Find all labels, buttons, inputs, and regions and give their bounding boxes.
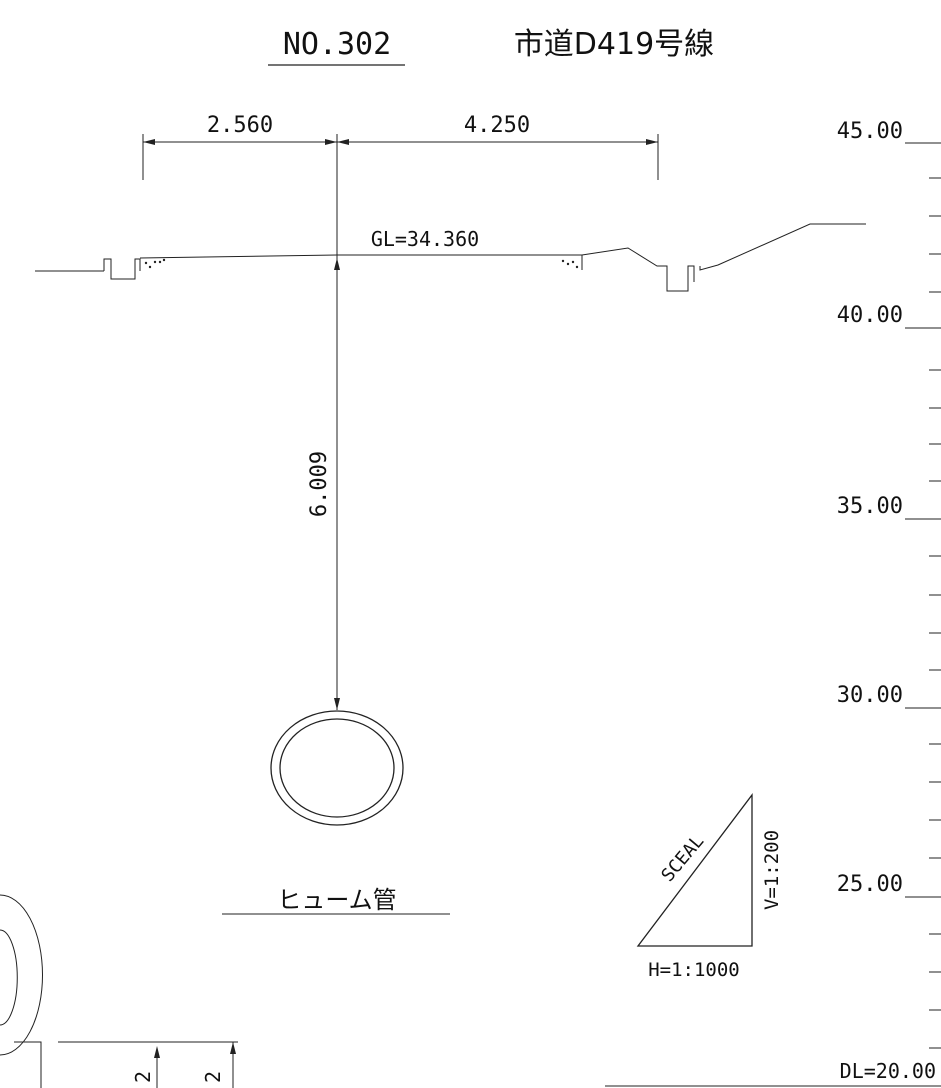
section-number: NO.302 bbox=[283, 27, 391, 62]
datum-label: DL=20.00 bbox=[840, 1059, 936, 1083]
hume-pipe bbox=[270, 710, 404, 826]
horizontal-dimension bbox=[142, 134, 659, 255]
elevation-ruler bbox=[905, 142, 941, 1049]
scale-triangle bbox=[636, 793, 753, 947]
left-width-label: 2.560 bbox=[207, 113, 273, 138]
elevation-label-35: 35.00 bbox=[837, 494, 903, 519]
elevation-label-25: 25.00 bbox=[837, 872, 903, 897]
vertical-scale-label: V=1:200 bbox=[761, 830, 783, 910]
pipe-label: ヒューム管 bbox=[277, 886, 396, 914]
elevation-label-40: 40.00 bbox=[837, 303, 903, 328]
road-name: 市道D419号線 bbox=[514, 27, 714, 62]
elevation-label-45: 45.00 bbox=[837, 119, 903, 144]
ground-profile bbox=[35, 223, 866, 292]
partial-adjacent-section bbox=[0, 894, 238, 1088]
slope-label: SCEAL bbox=[657, 831, 708, 886]
ground-level-label: GL=34.360 bbox=[371, 227, 479, 251]
right-width-label: 4.250 bbox=[464, 113, 530, 138]
elevation-label-30: 30.00 bbox=[837, 683, 903, 708]
depth-dimension bbox=[334, 255, 340, 710]
horizontal-scale-label: H=1:1000 bbox=[648, 959, 740, 981]
partial-label-a: 2 bbox=[131, 1071, 155, 1083]
partial-label-b: 2 bbox=[201, 1071, 225, 1083]
depth-label: 6.009 bbox=[307, 451, 332, 517]
